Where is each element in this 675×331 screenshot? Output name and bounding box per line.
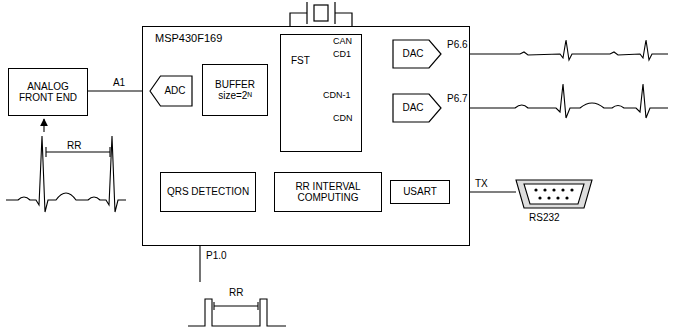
buffer-box: BUFFERsize=2ᴺ — [202, 64, 268, 116]
usart-box: USART — [390, 180, 450, 204]
pin-label: CDN-1 — [322, 91, 352, 101]
process-box: QRS DETECTION — [160, 172, 256, 212]
output-waveforms — [441, 40, 668, 118]
block-label: DAC — [402, 48, 423, 60]
interval-label: RR — [66, 140, 82, 151]
pin-label: CD1 — [332, 50, 352, 60]
pin-label: CDN — [332, 114, 354, 124]
pin-label: P6.7 — [446, 93, 469, 104]
input-ecg-waveform — [6, 119, 126, 212]
block-label: QRS DETECTION — [167, 186, 249, 198]
connector-label: RS232 — [528, 212, 561, 223]
crystal-symbol — [290, 2, 352, 26]
dac-block: DAC — [393, 94, 441, 122]
dac-block: DAC — [393, 40, 441, 68]
mcu-box: MSP430F169ADC BUFFERsize=2ᴺ FST DAC DAC QRS D… — [142, 26, 470, 246]
block-label: DAC — [402, 102, 423, 114]
block-label: RR INTERVAL COMPUTING — [275, 181, 381, 204]
interval-label: RR — [228, 287, 244, 298]
adc-block: ADC — [150, 76, 192, 106]
block-label: size=2ᴺ — [218, 90, 252, 102]
signal-arrow — [88, 90, 150, 91]
pin-label: P1.0 — [205, 250, 228, 261]
process-box: RR INTERVAL COMPUTING — [274, 172, 382, 212]
block-label: ADC — [164, 85, 185, 97]
signal-label: TX — [474, 178, 489, 189]
block-label: ANALOG FRONT END — [9, 81, 87, 104]
pin-label: A1 — [112, 77, 126, 88]
process-box: ANALOG FRONT END — [8, 68, 88, 116]
block-label: USART — [403, 186, 437, 198]
block-label: FST — [291, 55, 310, 67]
block-label: BUFFER — [215, 79, 255, 91]
pin-label: P6.6 — [446, 39, 469, 50]
rs232-connector — [450, 180, 592, 208]
chip-title: MSP430F169 — [155, 32, 222, 45]
pin-label: CAN — [332, 37, 353, 47]
